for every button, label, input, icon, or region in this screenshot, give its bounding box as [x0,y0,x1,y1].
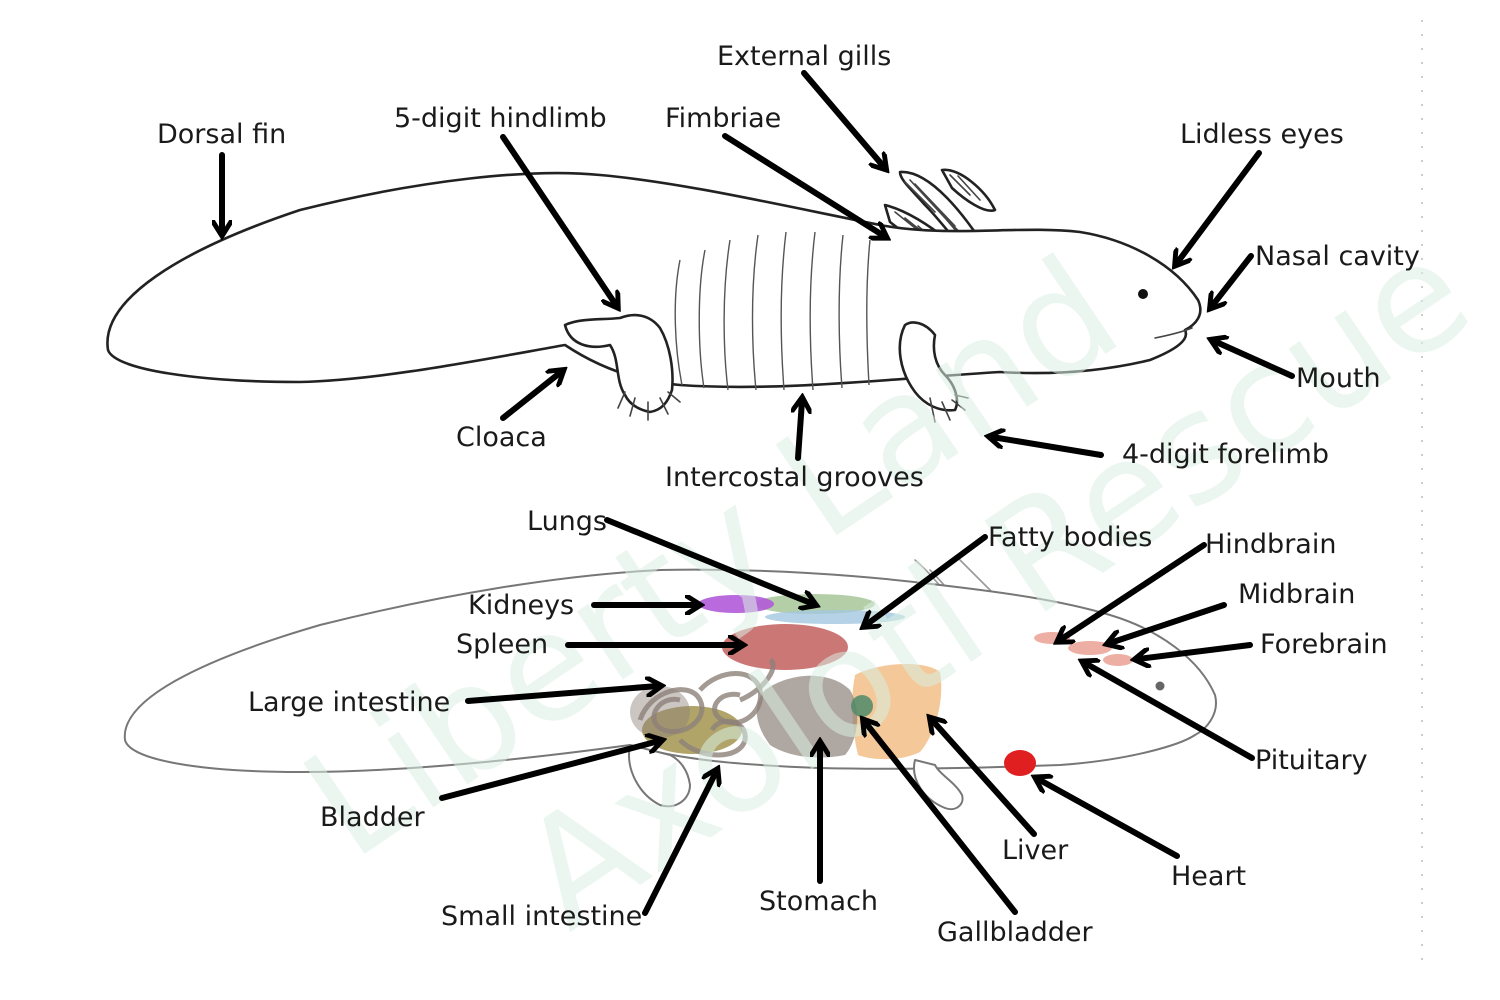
external-labels: Dorsal fin 5-digit hindlimb External gil… [157,41,1420,493]
label-hindbrain: Hindbrain [1205,529,1336,560]
label-intercostal-grooves: Intercostal grooves [665,462,924,493]
eye-drawing [1138,289,1148,299]
label-forebrain: Forebrain [1260,629,1388,660]
label-large-intestine: Large intestine [248,687,450,718]
kidneys-organ [698,595,774,613]
label-mouth: Mouth [1296,363,1381,394]
label-fatty-bodies: Fatty bodies [988,522,1152,553]
label-nasal-cavity: Nasal cavity [1255,241,1420,272]
label-lungs: Lungs [527,506,607,537]
label-pituitary: Pituitary [1255,745,1368,776]
label-spleen: Spleen [456,629,548,660]
label-midbrain: Midbrain [1238,579,1355,610]
heart-organ [1004,750,1036,776]
label-hindlimb: 5-digit hindlimb [394,103,607,134]
gallbladder-organ [851,695,873,717]
internal-arrows [439,517,1255,916]
intercostal-grooves-drawing [674,231,871,391]
label-small-intestine: Small intestine [441,901,642,932]
intestine-mass [630,686,690,738]
label-kidneys: Kidneys [468,590,574,621]
label-lidless-eyes: Lidless eyes [1180,119,1344,150]
label-dorsal-fin: Dorsal fin [157,119,286,150]
spleen-organ [722,624,848,670]
forelimb-drawing [898,321,969,423]
label-gallbladder: Gallbladder [937,917,1094,948]
label-stomach: Stomach [759,886,878,917]
forebrain-organ [1103,654,1133,666]
hindlimb-drawing [563,313,681,421]
stomach-organ [756,675,858,758]
intestines-organ [637,657,776,758]
label-heart: Heart [1171,861,1246,892]
label-fimbriae: Fimbriae [665,103,781,134]
label-liver: Liver [1002,835,1069,866]
label-bladder: Bladder [320,802,425,833]
label-forelimb: 4-digit forelimb [1122,439,1329,470]
internal-labels: Lungs Kidneys Spleen Large intestine Bla… [248,506,1388,948]
label-cloaca: Cloaca [456,422,547,453]
external-arrows [222,70,1295,461]
external-axolotl-drawing [106,168,1202,423]
label-external-gills: External gills [717,41,891,72]
midbrain-organ [1068,641,1112,655]
